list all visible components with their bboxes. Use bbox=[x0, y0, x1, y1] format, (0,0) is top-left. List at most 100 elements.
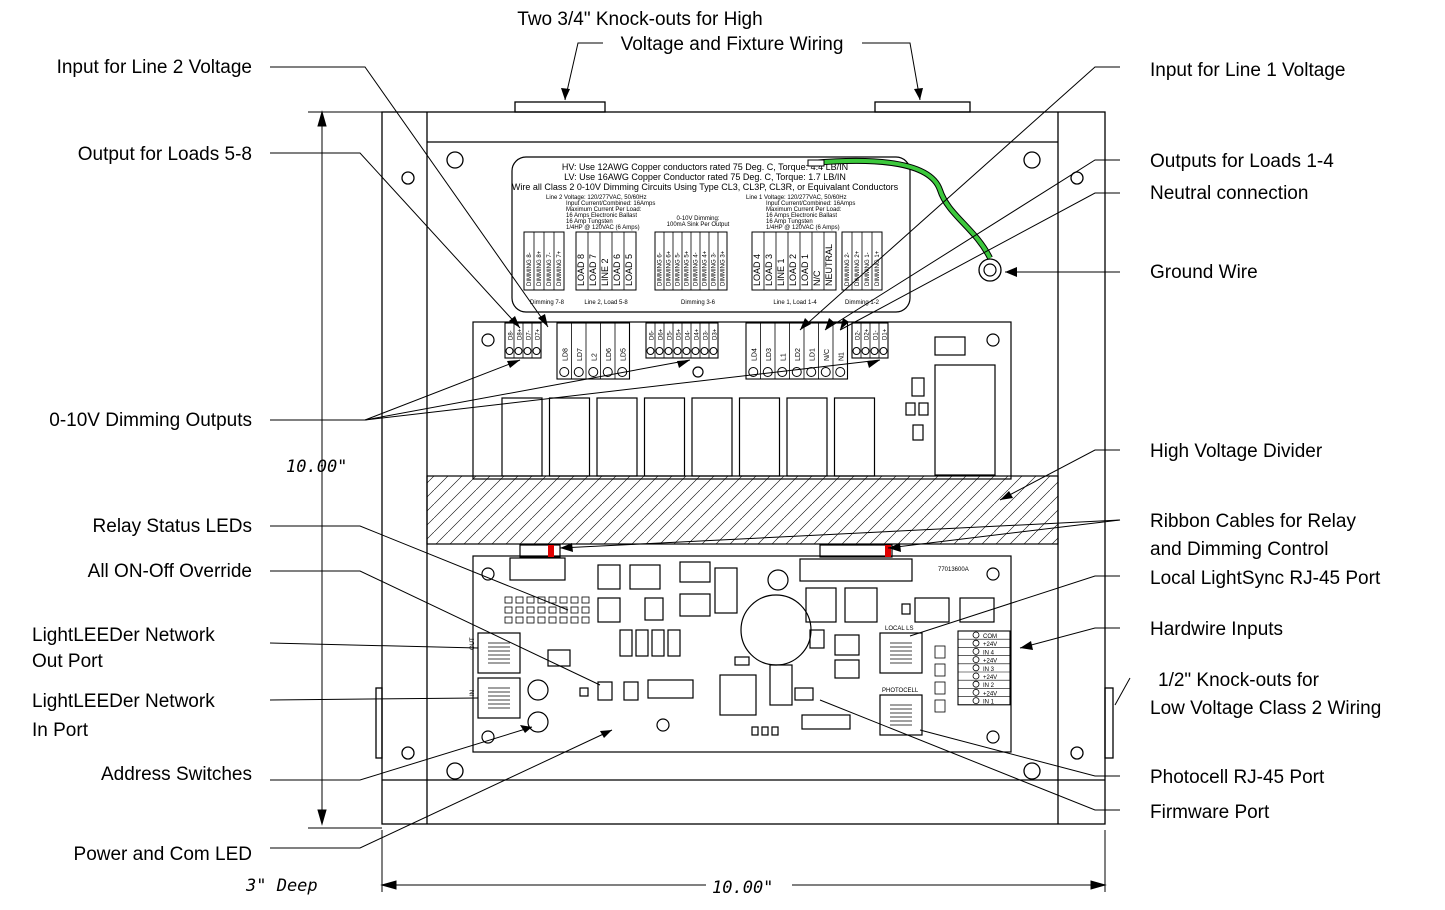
hardwire-screw bbox=[972, 656, 980, 663]
status-led bbox=[537, 606, 546, 614]
plate-group-label: Line 2, Load 5-8 bbox=[584, 300, 628, 306]
hardwire-component bbox=[934, 645, 946, 659]
terminal-label: N/C bbox=[824, 349, 831, 361]
terminal-label: D6- bbox=[650, 330, 656, 340]
plate-group-label: Dimming 1-2 bbox=[845, 300, 880, 306]
plate-terminal-label: LOAD 3 bbox=[764, 254, 774, 286]
in-port-label: IN bbox=[470, 690, 476, 696]
photocell-label: PHOTOCELL bbox=[882, 688, 919, 694]
line2-spec-line: 1/4HP @ 120VAC (6 Amps) bbox=[566, 225, 640, 231]
hardwire-screw bbox=[972, 664, 980, 672]
terminal-screw bbox=[573, 367, 584, 377]
plate-terminal-label: LOAD 6 bbox=[612, 254, 622, 286]
plate-label-box bbox=[575, 231, 637, 291]
relay-board bbox=[472, 321, 1012, 480]
relay bbox=[691, 397, 733, 477]
label-plate: HV: Use 12AWG Copper conductors rated 75… bbox=[511, 156, 911, 313]
terminal-screw bbox=[762, 367, 773, 377]
status-led bbox=[515, 596, 524, 604]
terminal-label: D1+ bbox=[883, 328, 889, 340]
hardwire-screw bbox=[972, 648, 980, 655]
control-board bbox=[472, 544, 1012, 753]
terminal-label: LD5 bbox=[620, 348, 627, 361]
relay bbox=[786, 397, 828, 477]
terminal-label: D1- bbox=[874, 330, 880, 340]
plate-terminal-label: DIMMING 6- bbox=[658, 252, 664, 286]
status-led bbox=[570, 596, 579, 604]
status-led bbox=[526, 596, 535, 604]
plate-terminal-label: DIMMING 7+ bbox=[557, 250, 563, 286]
relay bbox=[738, 397, 781, 477]
terminal-screw bbox=[646, 347, 655, 355]
width-dimension: 10.00" bbox=[712, 878, 773, 898]
line1-spec-line: 16 Amps Electronic Ballast bbox=[766, 213, 837, 219]
plate-terminal-labels: DIMMING 8-DIMMING 8+DIMMING 7-DIMMING 7+… bbox=[523, 231, 883, 291]
relay-status-leds bbox=[504, 596, 590, 624]
callout-power-com-led: Power and Com LED bbox=[74, 844, 252, 865]
ground-wire bbox=[807, 157, 1002, 282]
plate-terminal-label: LOAD 4 bbox=[752, 254, 762, 286]
hardwire-label: IN 4 bbox=[983, 650, 995, 656]
callout-relay-status-leds: Relay Status LEDs bbox=[93, 516, 252, 537]
terminal-screw bbox=[505, 347, 514, 355]
line2-spec-line: Line 2 Voltage: 120/277VAC, 50/60Hz bbox=[546, 195, 647, 201]
status-led bbox=[581, 596, 590, 604]
callout-ribbon-line2: and Dimming Control bbox=[1150, 539, 1328, 560]
relay bbox=[833, 397, 876, 477]
relay bbox=[548, 397, 591, 477]
terminal-label: D5+ bbox=[677, 328, 683, 340]
terminal-label: LD2 bbox=[795, 348, 802, 361]
status-led bbox=[515, 616, 524, 624]
terminal-label: LD7 bbox=[577, 348, 584, 361]
terminal-screw bbox=[664, 347, 673, 355]
terminal-block bbox=[745, 322, 849, 380]
plate-terminal-label: LINE 2 bbox=[600, 258, 610, 286]
status-led bbox=[537, 596, 546, 604]
hardwire-screw bbox=[972, 680, 980, 688]
dimension-lines bbox=[308, 110, 1107, 892]
hardwire-component bbox=[934, 699, 946, 713]
plate-terminal-label: LOAD 8 bbox=[576, 254, 586, 286]
callout-line1-input: Input for Line 1 Voltage bbox=[1150, 60, 1345, 81]
hardwire-screw bbox=[972, 697, 980, 704]
line1-spec-line: Line 1 Voltage: 120/277VAC, 50/60Hz bbox=[746, 195, 847, 201]
hardwire-label: +24V bbox=[983, 659, 997, 665]
callout-local-lightsync: Local LightSync RJ-45 Port bbox=[1150, 568, 1381, 589]
callout-firmware-port: Firmware Port bbox=[1150, 802, 1270, 823]
status-led bbox=[537, 616, 546, 624]
plate-terminal-label: DIMMING 3+ bbox=[721, 250, 727, 286]
plate-terminal-label: LOAD 7 bbox=[588, 254, 598, 286]
terminal-screw bbox=[655, 347, 664, 355]
rj45-port-grills bbox=[488, 642, 912, 726]
terminal-label: L2 bbox=[591, 353, 598, 361]
terminal-screw bbox=[523, 347, 532, 355]
plate-terminal-label: DIMMING 6+ bbox=[667, 250, 673, 286]
plate-group-label: Dimming 7-8 bbox=[530, 300, 565, 306]
terminal-label: D8- bbox=[509, 330, 515, 340]
lv-note: LV: Use 16AWG Copper Conductor rated 75 … bbox=[564, 172, 846, 182]
terminal-label: LD3 bbox=[766, 348, 773, 361]
terminal-screw bbox=[879, 347, 888, 355]
hardwire-label: IN 1 bbox=[983, 700, 995, 706]
terminal-label: D5- bbox=[668, 330, 674, 340]
plate-terminal-label: LOAD 5 bbox=[624, 254, 634, 286]
terminal-label: N1 bbox=[838, 352, 845, 361]
callout-half-ko-line2: Low Voltage Class 2 Wiring bbox=[1150, 698, 1381, 719]
status-led bbox=[548, 606, 557, 614]
terminal-screw bbox=[835, 367, 846, 377]
hardwire-screw bbox=[972, 672, 980, 680]
terminal-screw bbox=[820, 367, 831, 377]
callout-top-line1: Two 3/4" Knock-outs for High bbox=[517, 9, 762, 30]
callout-network-in-line2: In Port bbox=[32, 720, 89, 741]
plate-terminal-label: DIMMING 2- bbox=[845, 252, 851, 286]
terminal-screw bbox=[852, 347, 861, 355]
callout-neutral: Neutral connection bbox=[1150, 183, 1308, 204]
line1-spec-line: Input Current/Combined: 16Amps bbox=[766, 201, 855, 207]
enclosure bbox=[375, 101, 1114, 825]
terminal-label: D4- bbox=[686, 330, 692, 340]
status-led bbox=[548, 616, 557, 624]
callout-line2-input: Input for Line 2 Voltage bbox=[57, 57, 252, 78]
terminal-screw bbox=[673, 347, 682, 355]
